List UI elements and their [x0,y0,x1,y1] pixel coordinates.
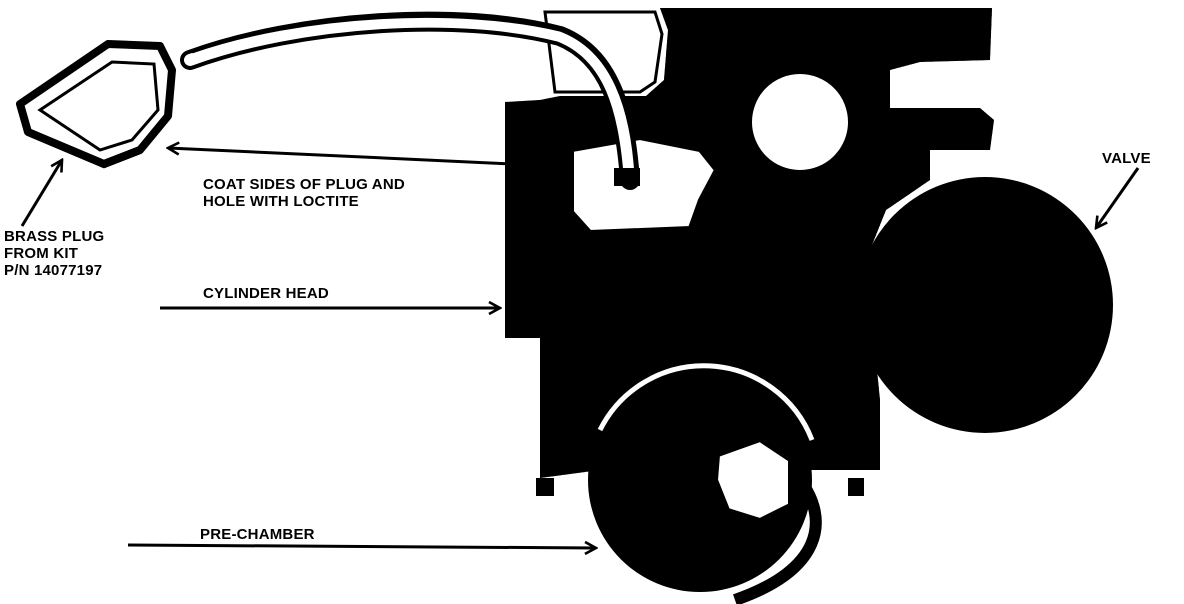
brass-plug-leader [20,160,62,227]
pre-chamber-label: PRE-CHAMBER [200,526,315,543]
coat-label-line1: COAT SIDES OF PLUG AND [203,176,405,193]
valve [857,177,1113,433]
pre-chamber-leader [127,545,596,548]
plug-hole [570,135,719,235]
tube [180,11,640,190]
valve-leader [1096,167,1140,228]
brass-plug-label-line3: P/N 14077197 [4,262,103,279]
cylinder-port [748,70,852,174]
coat-label-line2: HOLE WITH LOCTITE [203,193,359,210]
brass-plug-label-line1: BRASS PLUG [4,228,105,245]
cylinder-head-label: CYLINDER HEAD [203,285,329,302]
brass-plug [16,40,176,169]
valve-label: VALVE [1102,150,1151,167]
coat-leader [168,148,557,168]
brass-plug-label-line2: FROM KIT [4,245,79,262]
pre-chamber [588,363,822,604]
